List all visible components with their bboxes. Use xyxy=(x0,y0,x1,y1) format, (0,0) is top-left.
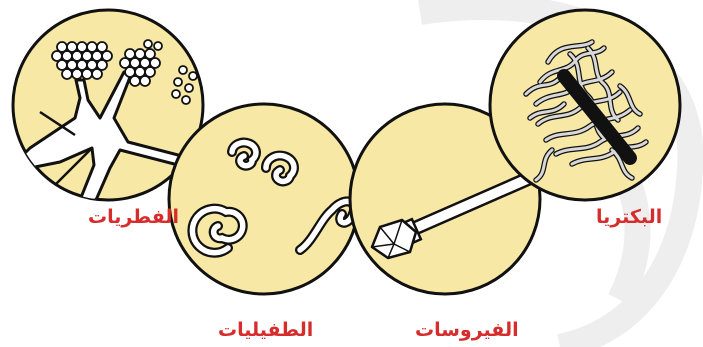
label-viruses: الفيروسات xyxy=(415,318,519,342)
label-parasites: الطفيليات xyxy=(218,318,313,342)
label-fungi: الفطريات xyxy=(88,205,179,229)
label-bacteria: البكتريا xyxy=(596,205,662,229)
parasites-circle xyxy=(169,104,359,294)
bacteria-circle xyxy=(490,10,680,200)
